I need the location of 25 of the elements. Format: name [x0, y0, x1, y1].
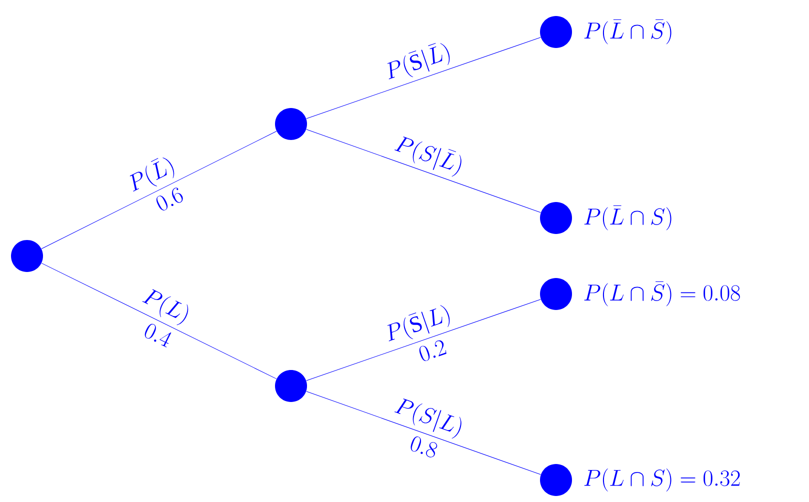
tree-node — [540, 202, 572, 234]
probability-label: $0.4$ — [144, 324, 172, 348]
outcome-label: $P(L\cap S)=0.32$ — [584, 468, 740, 492]
edge-label: $P(S|L)$ — [394, 398, 462, 439]
tree-node — [540, 278, 572, 310]
edge-label: $P(L)$ — [142, 289, 188, 326]
outcome-label: $P(\bar{L}\cap S)$ — [584, 205, 672, 230]
edge-label: $P(\bar{\mathrm{S}}|L)$ — [387, 305, 450, 342]
branch-line — [41, 131, 277, 249]
tree-node — [540, 464, 572, 496]
tree-node — [275, 370, 307, 402]
branch-line — [306, 129, 541, 213]
edge-label: $P(S|\bar{L})$ — [394, 136, 462, 177]
tree-node — [275, 108, 307, 140]
outcome-label: $P(L\cap\bar{S})=0.08$ — [584, 281, 740, 306]
probability-label: $0.8$ — [410, 436, 438, 458]
branch-line — [306, 37, 541, 119]
tree-node — [11, 240, 43, 272]
probability-label: $0.2$ — [419, 340, 446, 361]
edge-label: $P(\bar{\mathrm{S}}|\bar{L})$ — [387, 42, 450, 80]
branch-line — [306, 391, 541, 475]
branch-line — [41, 262, 277, 380]
branch-line — [306, 299, 541, 381]
tree-node — [540, 16, 572, 48]
outcome-label: $P(\bar{L}\cap\bar{S})$ — [584, 19, 672, 44]
